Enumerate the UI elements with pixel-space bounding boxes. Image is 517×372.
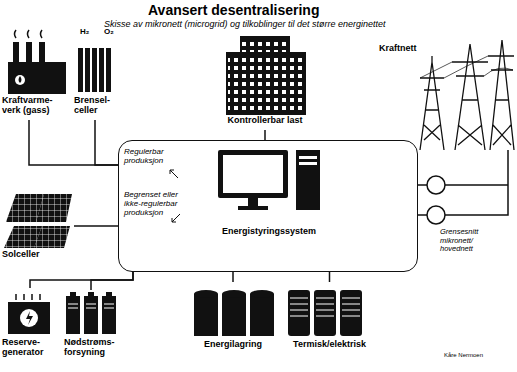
note-label: Regulerbar produksjon: [124, 147, 186, 165]
component-node: Kraftnett: [372, 22, 514, 150]
pointer-arrow: [170, 170, 178, 178]
component-label: Kontrollerbar last: [205, 116, 325, 126]
battery-icon: [66, 292, 116, 334]
caption: Skisse av mikronett (microgrid) og tilko…: [104, 20, 386, 30]
component-label: Brensel-celler: [74, 96, 120, 116]
component-node: Termisk/elektrisk: [282, 282, 377, 352]
connector: [29, 120, 118, 165]
component-node: Reserve-generator: [2, 288, 58, 368]
credit: Kåre Nermoen: [444, 352, 483, 359]
component-node: Kraftvarme-verk (gass): [2, 28, 68, 120]
component-label: Nødstrøms-forsyning: [64, 338, 120, 358]
storage-tank-icon: [194, 290, 274, 336]
pointer-arrow: [172, 214, 180, 222]
component-node: Energilagring: [188, 282, 278, 352]
component-node: Brensel-celler: [72, 38, 118, 120]
component-node: Nødstrøms-forsyning: [62, 290, 120, 368]
note-label: Grensesnitt mikronett/ hovednett: [440, 228, 506, 254]
chemical-label: O₂: [104, 27, 114, 36]
connector: [329, 272, 331, 282]
component-label: Energilagring: [188, 340, 278, 350]
chemical-label: H₂: [80, 27, 89, 36]
solar-panel-icon: [4, 194, 72, 248]
computer-icon: [218, 150, 320, 210]
connector: [232, 272, 234, 282]
building-icon: [226, 36, 306, 115]
connector: [264, 130, 266, 140]
generator-icon: [8, 294, 50, 334]
component-label: Kraftvarme-verk (gass): [2, 96, 68, 116]
component-node: Kontrollerbar last: [205, 28, 325, 130]
title: Avansert desentralisering: [148, 3, 319, 18]
connector: [418, 150, 508, 215]
connector: [95, 120, 118, 165]
thermal-storage-icon: [288, 290, 362, 336]
connector: [91, 272, 133, 290]
interface-symbol: [427, 206, 445, 224]
component-label: Termisk/elektrisk: [282, 340, 377, 350]
power-tower-icon: [420, 40, 514, 150]
component-label: Energistyringssystem: [179, 227, 359, 237]
note-label: Begrenset eller ikke-regulerbar produksj…: [124, 190, 194, 218]
fuel-cell-icon: [78, 48, 111, 92]
component-label: Kraftnett: [378, 44, 428, 54]
component-label: Reserve-generator: [2, 338, 58, 358]
connector: [74, 225, 118, 227]
power-plant-icon: [8, 30, 66, 94]
interface-symbol: [427, 176, 445, 194]
component-node: Solceller: [2, 190, 74, 262]
component-label: Solceller: [2, 250, 74, 260]
